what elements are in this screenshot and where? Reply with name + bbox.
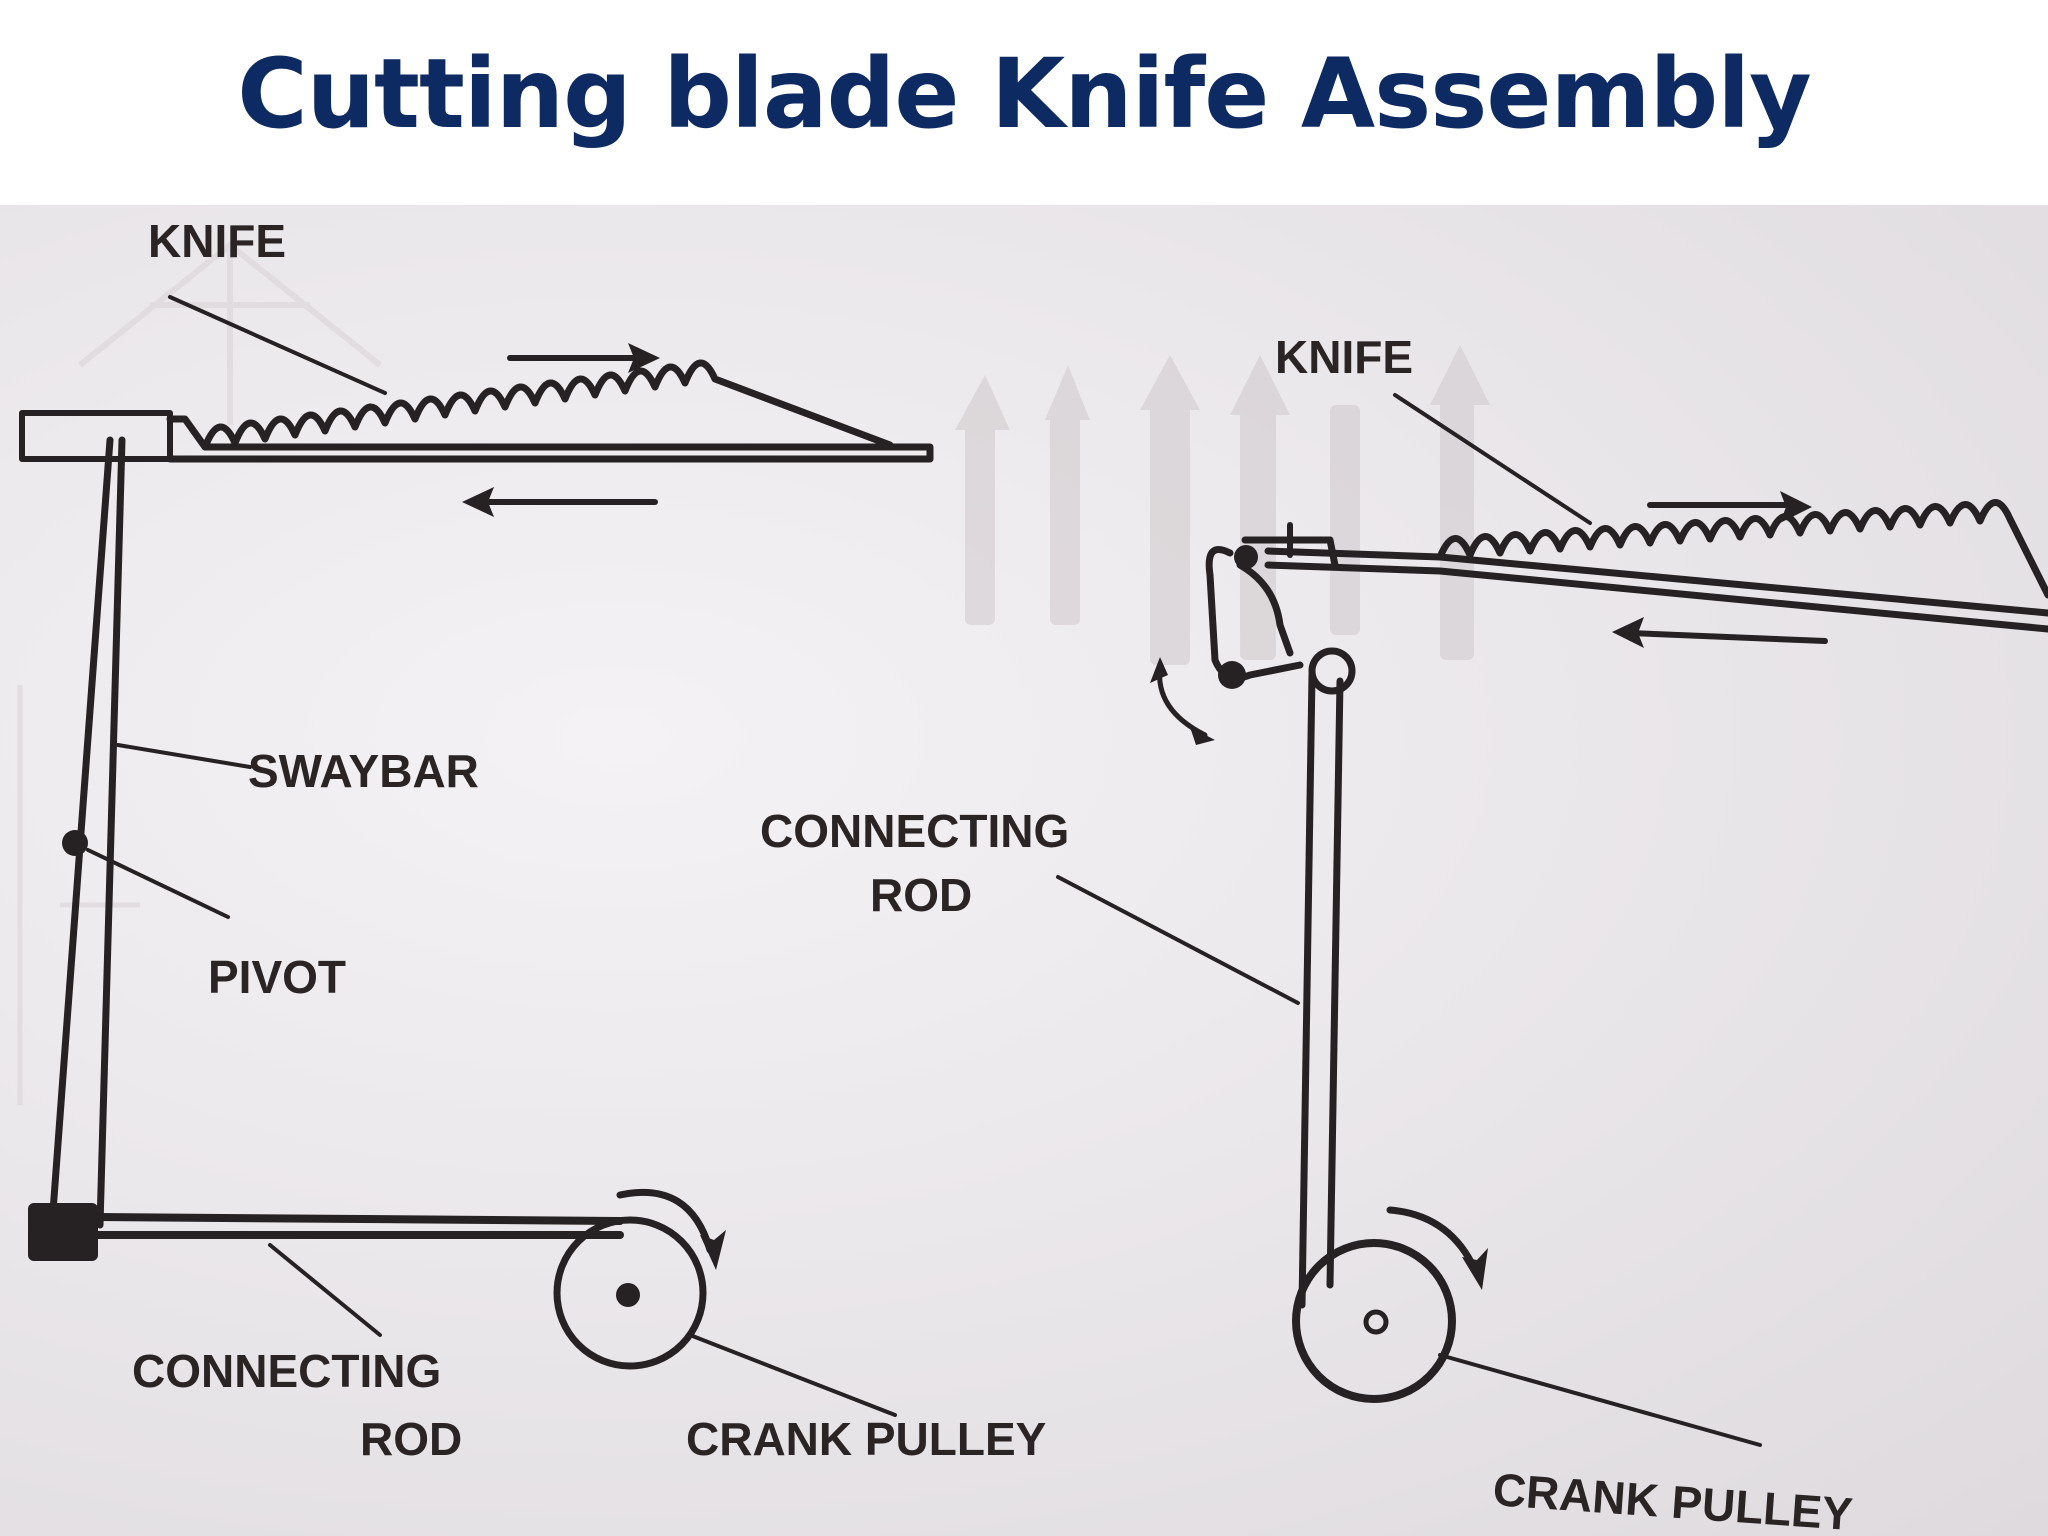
left-crank-pulley bbox=[553, 1188, 897, 1417]
left-pivot bbox=[62, 830, 230, 919]
right-crank-pulley bbox=[1292, 1206, 1762, 1447]
left-connecting-rod-label-line2: ROD bbox=[360, 1413, 462, 1465]
slide-title: Cutting blade Knife Assembly bbox=[237, 38, 1811, 150]
left-knife-bar bbox=[19, 359, 934, 463]
right-crank-pulley-label: CRANK PULLEY bbox=[1491, 1463, 1854, 1536]
right-knife-leader bbox=[1393, 393, 1592, 525]
left-connecting-rod bbox=[94, 1213, 624, 1337]
right-connecting-rod bbox=[1056, 647, 1356, 1309]
left-pivot-label: PIVOT bbox=[208, 951, 346, 1003]
right-knife-motion-arrows bbox=[1612, 491, 1828, 648]
left-knife-motion-arrows bbox=[462, 343, 660, 517]
diagram-photo: KNIFE SWAYBAR PIVOT CONNECTING ROD CRANK… bbox=[0, 205, 2048, 1536]
right-connecting-rod-label-line2: ROD bbox=[870, 869, 972, 921]
left-swaybar bbox=[28, 436, 252, 1261]
left-assembly: KNIFE SWAYBAR PIVOT CONNECTING ROD CRANK… bbox=[19, 215, 1046, 1465]
bleed-through-ghost bbox=[17, 241, 1490, 1105]
right-assembly: KNIFE CONNECTING ROD CRANK PULLEY bbox=[760, 331, 2048, 1536]
left-swaybar-label: SWAYBAR bbox=[248, 745, 479, 797]
left-knife-label: KNIFE bbox=[148, 215, 286, 267]
right-bell-crank bbox=[1150, 545, 1304, 745]
left-knife-leader bbox=[168, 295, 387, 395]
knife-assembly-diagram: KNIFE SWAYBAR PIVOT CONNECTING ROD CRANK… bbox=[17, 215, 2048, 1536]
left-connecting-rod-label-line1: CONNECTING bbox=[132, 1345, 441, 1397]
right-knife-bar bbox=[1241, 499, 2048, 633]
left-crank-pulley-label: CRANK PULLEY bbox=[686, 1413, 1046, 1465]
right-knife-label: KNIFE bbox=[1275, 331, 1413, 383]
right-connecting-rod-label-line1: CONNECTING bbox=[760, 805, 1069, 857]
